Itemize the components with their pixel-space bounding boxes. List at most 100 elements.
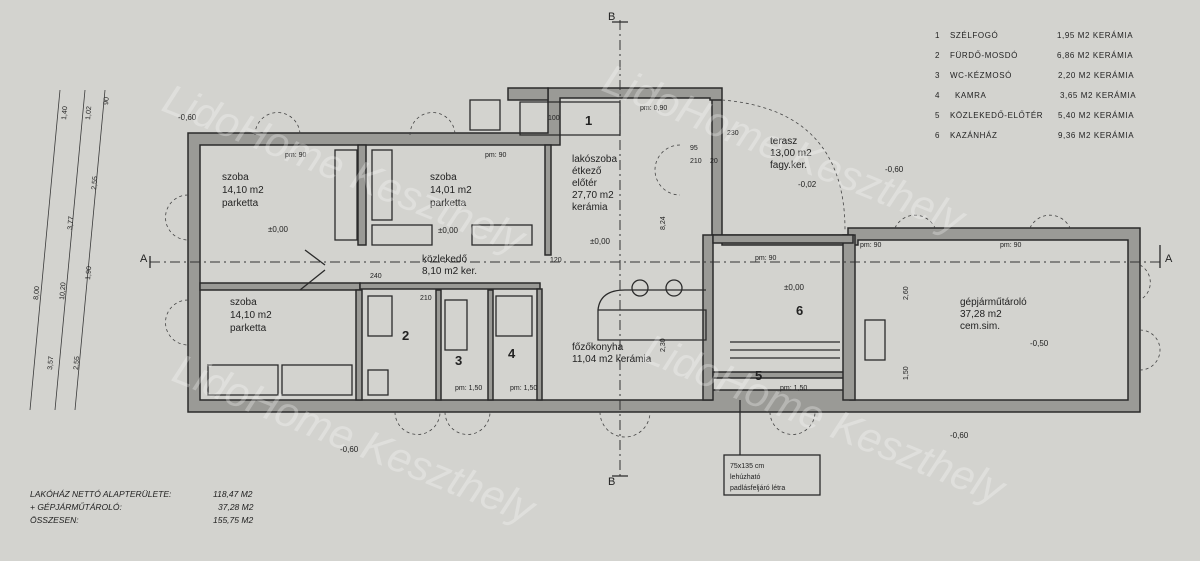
label-left_dims-2: 3,57 (47, 356, 55, 370)
label-note-1: lehúzható (730, 474, 760, 481)
label-legend-5-no: 6 (935, 131, 940, 140)
section-a-left: A (140, 253, 148, 265)
level-marks: -0,60 ±0,00 ±0,00 ±0,00 -0,02 ±0,00 -0,5… (178, 113, 1049, 454)
interior-walls (199, 87, 856, 401)
section-a-right: A (1165, 253, 1173, 265)
label-rooms-numbers-5: 6 (796, 303, 803, 318)
room-szoba-1: szoba 14,10 m2 parketta (222, 172, 264, 209)
label-left_dims-1: 10,20 (59, 282, 68, 300)
label-rooms-terasz-1: 13,00 m2 (770, 148, 812, 159)
label-rooms-numbers-3: 4 (508, 346, 516, 361)
label-dims-9: 210 (420, 295, 432, 302)
label-rooms-szoba3-1: 14,10 m2 (230, 310, 272, 321)
label-left_dims-4: 1,40 (61, 106, 69, 120)
label-dims-4: pm: 90 (1000, 242, 1022, 249)
label-rooms-numbers-1: 2 (402, 328, 409, 343)
label-left_dims-5: 2,55 (91, 176, 99, 190)
label-rooms-numbers-4: 5 (755, 368, 762, 383)
label-legend-5-name: KAZÁNHÁZ (950, 131, 997, 140)
label-totals-0-label: LAKÓHÁZ NETTÓ ALAPTERÜLETE: (30, 489, 172, 499)
label-left_dims-6: 3,77 (67, 216, 75, 230)
label-legend-5-area: 9,36 M2 KERÁMIA (1058, 131, 1134, 140)
label-levels-6: -0,50 (1030, 339, 1049, 348)
label-totals-0-value: 118,47 M2 (213, 489, 253, 499)
label-legend-2-area: 2,20 M2 KERÁMIA (1058, 71, 1134, 80)
label-rooms-garage-1: 37,28 m2 (960, 309, 1002, 320)
label-rooms-lakoszoba-0: lakószoba (572, 154, 617, 165)
label-rooms-terasz-2: fagy.ker. (770, 160, 807, 171)
label-legend-4-no: 5 (935, 111, 940, 120)
label-dims-18: 95 (690, 145, 698, 152)
label-left_dims-0: 8,00 (33, 286, 41, 300)
label-rooms-szoba3-0: szoba (230, 297, 257, 308)
label-note-0: 75x135 cm (730, 463, 764, 470)
label-rooms-kozlekedo-1: 8,10 m2 ker. (422, 266, 477, 277)
label-dims-13: 2,30 (660, 338, 667, 352)
label-levels-0: -0,60 (178, 113, 197, 122)
left-dimension-chain: 8,00 10,20 3,57 2,55 1,40 2,55 3,77 1,02… (29, 89, 111, 411)
section-b-bottom: B (608, 476, 615, 488)
label-dims-17: 230 (727, 130, 739, 137)
label-rooms-garage-0: gépjárműtároló (960, 297, 1027, 308)
label-rooms-szoba1-0: szoba (222, 172, 249, 183)
label-legend-3-no: 4 (935, 91, 940, 100)
label-note-2: padlásfeljáró létra (730, 485, 785, 492)
label-totals-1-label: + GÉPJÁRMŰTÁROLÓ: (30, 502, 123, 512)
label-rooms-lakoszoba-4: kerámia (572, 202, 608, 213)
label-rooms-terasz-0: terasz (770, 136, 797, 147)
label-levels-7: -0,60 (885, 165, 904, 174)
door-arcs (165, 99, 1161, 438)
label-legend-3-name: KAMRA (955, 91, 987, 100)
label-rooms-numbers-2: 3 (455, 353, 462, 368)
label-dims-10: 240 (370, 273, 382, 280)
label-dims-7: pm: 1,50 (780, 385, 807, 392)
label-rooms-lakoszoba-3: 27,70 m2 (572, 190, 614, 201)
label-levels-3: ±0,00 (590, 237, 611, 246)
section-b-top: B (608, 11, 615, 23)
label-rooms-garage-2: cem.sim. (960, 321, 1000, 332)
label-dims-20: 20 (710, 158, 718, 165)
label-levels-8: -0,60 (950, 431, 969, 440)
label-dims-2: pm: 90 (755, 255, 777, 262)
label-legend-0-no: 1 (935, 31, 940, 40)
label-dims-6: pm: 1,50 (510, 385, 537, 392)
area-totals: LAKÓHÁZ NETTÓ ALAPTERÜLETE: 118,47 M2 + G… (30, 489, 254, 525)
label-levels-4: -0,02 (798, 180, 817, 189)
label-rooms-szoba2-1: 14,01 m2 (430, 185, 472, 196)
label-totals-1-value: 37,28 M2 (218, 502, 254, 512)
label-rooms-kozlekedo-0: közlekedő (422, 254, 467, 265)
label-left_dims-8: 1,90 (85, 266, 93, 280)
label-rooms-lakoszoba-2: előtér (572, 178, 598, 189)
label-rooms-fozokonyha-0: főzőkonyha (572, 342, 624, 353)
label-totals-2-label: ÖSSZESEN: (30, 515, 79, 525)
label-levels-5: ±0,00 (784, 283, 805, 292)
label-dims-14: 2,60 (903, 286, 910, 300)
label-dims-3: pm: 90 (860, 242, 882, 249)
label-legend-2-no: 3 (935, 71, 940, 80)
label-dims-12: 8,24 (660, 216, 667, 230)
label-rooms-szoba1-1: 14,10 m2 (222, 185, 264, 196)
label-totals-2-value: 155,75 M2 (213, 515, 253, 525)
label-legend-1-area: 6,86 M2 KERÁMIA (1057, 51, 1133, 60)
label-levels-1: ±0,00 (268, 225, 289, 234)
label-left_dims-3: 2,55 (73, 356, 81, 370)
label-legend-0-area: 1,95 M2 KERÁMIA (1057, 31, 1133, 40)
label-dims-8: pm: 0,90 (640, 105, 667, 112)
label-rooms-szoba2-0: szoba (430, 172, 457, 183)
label-legend-4-area: 5,40 M2 KERÁMIA (1058, 111, 1134, 120)
label-rooms-szoba1-2: parketta (222, 198, 259, 209)
label-rooms-numbers-0: 1 (585, 113, 592, 128)
label-legend-0-name: SZÉLFOGÓ (950, 31, 998, 40)
label-dims-0: pm: 90 (285, 152, 307, 159)
label-levels-2: ±0,00 (438, 226, 459, 235)
label-rooms-fozokonyha-1: 11,04 m2 kerámia (572, 354, 652, 365)
section-lines: A A B B (140, 11, 1173, 488)
